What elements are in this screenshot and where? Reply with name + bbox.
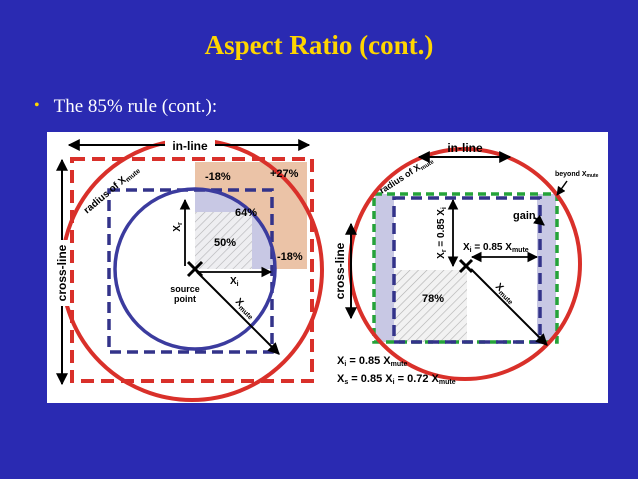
xr-eq-label: Xr = 0.85 Xi: [436, 207, 448, 259]
right-diagram: in-line cross-line radius of Xmute beyon…: [333, 141, 599, 386]
hatched-78-region: [394, 270, 467, 342]
formula-line-1: Xi = 0.85 Xmute: [337, 355, 407, 368]
source-point-label-2: point: [174, 294, 196, 304]
inline-label: in-line: [172, 139, 208, 153]
xr-label: Xr: [172, 222, 184, 232]
blue-inner-circle: [113, 187, 277, 351]
left-diagram: in-line cross-line radius of Xmute Xr Xi…: [54, 137, 324, 402]
pct-corner-label: +27%: [270, 168, 299, 180]
xi-label: Xi: [230, 276, 239, 288]
radius-label-right: radius of Xmute: [378, 154, 436, 198]
beyond-label: beyond Xmute: [555, 171, 599, 179]
gain-strip-right: [537, 194, 556, 342]
crossline-label: cross-line: [55, 244, 69, 301]
bullet-dot: •: [34, 97, 40, 114]
hatched-50-region: [195, 212, 252, 269]
xi-eq-label: Xi = 0.85 Xmute: [463, 242, 529, 254]
gain-label: gain: [513, 210, 536, 222]
source-point-marker: [186, 260, 204, 278]
bullet-text: The 85% rule (cont.):: [53, 96, 218, 117]
blue-dashed-square-right: [392, 196, 542, 344]
slide-title: Aspect Ratio (cont.): [204, 30, 434, 60]
gain-arrow: [533, 214, 545, 226]
gain-strip-left: [375, 194, 394, 342]
red-dashed-square: [70, 157, 314, 383]
formula-line-2: Xs = 0.85 Xi = 0.72 Xmute: [337, 373, 456, 386]
figure-panel: in-line cross-line radius of Xmute Xr Xi…: [47, 132, 608, 403]
bullet-item: • The 85% rule (cont.):: [34, 96, 217, 118]
figure-svg: in-line cross-line radius of Xmute Xr Xi…: [54, 137, 599, 402]
beyond-arrow: [556, 180, 568, 196]
xmute-arrow: [196, 271, 280, 355]
pct-78-label: 78%: [422, 293, 444, 305]
inline-label-bg: [165, 137, 215, 153]
source-point-marker-right: [458, 258, 474, 274]
peach-corner-region: [195, 162, 307, 269]
xmute-label: Xmute: [232, 296, 257, 321]
pct-64-label: 64%: [235, 207, 257, 219]
pct-50-label: 50%: [214, 237, 236, 249]
crossline-label-bg: [54, 240, 70, 306]
xmute-arrow-right: [470, 268, 548, 346]
inline-label-right: in-line: [447, 141, 483, 155]
crossline-label-right: cross-line: [333, 242, 347, 299]
pct-side-label: -18%: [277, 251, 303, 263]
pct-top-label: -18%: [205, 171, 231, 183]
source-point-label-1: source: [170, 284, 200, 294]
